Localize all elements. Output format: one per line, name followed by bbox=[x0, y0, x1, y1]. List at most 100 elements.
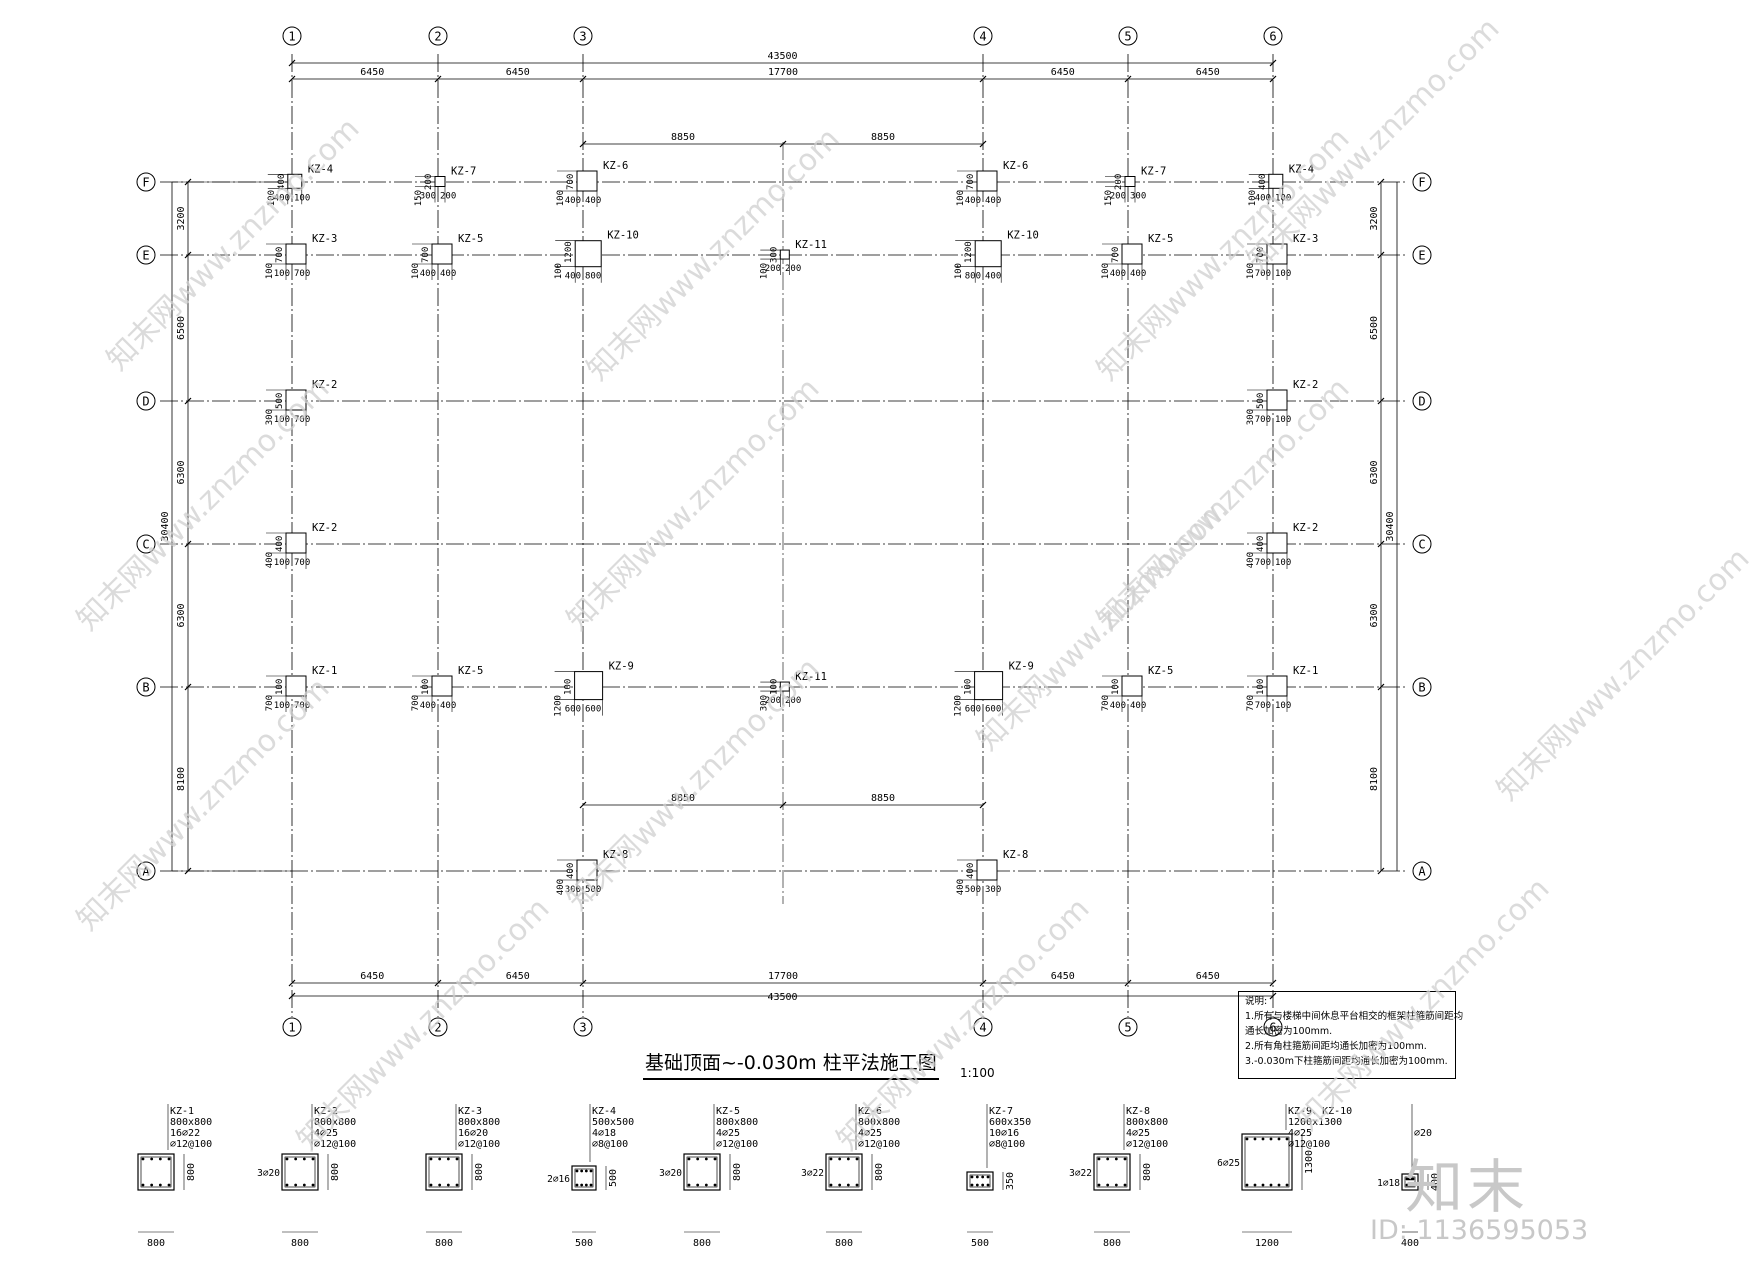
plan-column-dim: 400 bbox=[274, 193, 290, 203]
section-text: KZ-3 bbox=[458, 1106, 482, 1117]
rebar-dot bbox=[584, 1169, 588, 1173]
plan-column-rect bbox=[1124, 176, 1136, 187]
axis-bubble bbox=[136, 245, 156, 265]
section-text: ⌀12@100 bbox=[1288, 1139, 1330, 1150]
rebar-dot bbox=[838, 1157, 842, 1161]
section-text: 800x800 bbox=[458, 1117, 500, 1128]
section-dim-text: 800 bbox=[147, 1238, 165, 1249]
rebar-dot bbox=[975, 1183, 979, 1187]
dimension-tick bbox=[1124, 75, 1132, 83]
section-text: ⌀12@100 bbox=[716, 1139, 758, 1150]
dimension-tick bbox=[579, 801, 587, 809]
dimension-text: 8850 bbox=[871, 132, 895, 143]
section-rect bbox=[425, 1153, 463, 1191]
axis-bubble bbox=[428, 26, 448, 46]
rebar-dot bbox=[1245, 1183, 1249, 1187]
plan-column-dim: 400 bbox=[1258, 174, 1268, 190]
axis-bubble bbox=[1118, 26, 1138, 46]
plan-column-rect bbox=[434, 176, 446, 187]
dimension-text: 6500 bbox=[176, 316, 187, 340]
rebar-dot bbox=[1123, 1183, 1127, 1187]
dimension-tick bbox=[1377, 540, 1385, 548]
rebar-dot bbox=[1106, 1183, 1110, 1187]
rebar-dot bbox=[704, 1183, 708, 1187]
section-text: 800x800 bbox=[314, 1117, 356, 1128]
rebar-dot bbox=[141, 1157, 145, 1161]
rebar-dot bbox=[302, 1157, 306, 1161]
plan-column-label: KZ-2 bbox=[312, 379, 337, 391]
axis-label: C bbox=[142, 538, 149, 552]
plan-column-label: KZ-11 bbox=[795, 239, 827, 251]
rebar-dot bbox=[838, 1183, 842, 1187]
section-rect bbox=[683, 1153, 721, 1191]
section-text: 800x800 bbox=[858, 1117, 900, 1128]
plan-column-dim: 100 bbox=[556, 190, 566, 206]
axis-label: 5 bbox=[1124, 30, 1131, 44]
rebar-dot bbox=[167, 1183, 171, 1187]
section-text: KZ-9、KZ-10 bbox=[1288, 1106, 1352, 1117]
plan-column-dim: 400 bbox=[440, 701, 456, 711]
rebar-dot bbox=[846, 1157, 850, 1161]
rebar-dot bbox=[713, 1157, 717, 1161]
axis-label: 2 bbox=[434, 30, 441, 44]
plan-column-dim: 100 bbox=[294, 193, 310, 203]
plan-column-dim: 100 bbox=[411, 263, 421, 279]
axis-bubble bbox=[1412, 534, 1432, 554]
plan-column-dim: 400 bbox=[277, 174, 287, 190]
plan-column-rect bbox=[574, 240, 602, 268]
section-dim-text: 800 bbox=[435, 1238, 453, 1249]
plan-column-dim: 700 bbox=[1101, 695, 1111, 711]
axis-bubble bbox=[1412, 172, 1432, 192]
section-text: ⌀12@100 bbox=[1126, 1139, 1168, 1150]
axis-bubble bbox=[973, 1017, 993, 1037]
section-text: 4⌀25 bbox=[1288, 1128, 1312, 1139]
section-text: 600x350 bbox=[989, 1117, 1031, 1128]
dimension-tick bbox=[288, 979, 296, 987]
plan-column-dim: 700 bbox=[566, 174, 576, 190]
plan-column-dim: 100 bbox=[1111, 679, 1121, 695]
rebar-dot bbox=[981, 1183, 985, 1187]
section-side-text: 1⌀18 bbox=[1377, 1178, 1400, 1189]
plan-column-dim: 100 bbox=[421, 679, 431, 695]
section-dim-text: 800 bbox=[474, 1163, 485, 1181]
rebar-dot bbox=[696, 1183, 700, 1187]
plan-column-dim: 300 bbox=[985, 885, 1001, 895]
plan-column-dim: 700 bbox=[294, 415, 310, 425]
notes-heading: 说明: bbox=[1245, 996, 1268, 1007]
dimension-text: 6450 bbox=[1196, 971, 1220, 982]
plan-column-label: KZ-9 bbox=[1009, 661, 1034, 673]
section-stirrup bbox=[1244, 1136, 1290, 1188]
plan-column-rect bbox=[285, 389, 307, 411]
section-dim-text: 800 bbox=[186, 1163, 197, 1181]
notes-box: 说明: 1.所有与楼梯中间休息平台相交的框架柱箍筋间距均 通长加密为100mm.… bbox=[1238, 991, 1463, 1079]
rebar-dot bbox=[1261, 1183, 1265, 1187]
axis-label: D bbox=[142, 395, 149, 409]
plan-column-dim: 1200 bbox=[954, 695, 964, 717]
plan-column-dim: 500 bbox=[965, 885, 981, 895]
plan-column-label: KZ-2 bbox=[1293, 522, 1318, 534]
section-stirrup bbox=[428, 1156, 460, 1188]
rebar-dot bbox=[1409, 1177, 1413, 1181]
dimension-text: 8850 bbox=[871, 793, 895, 804]
rebar-dot bbox=[294, 1183, 298, 1187]
plan-column-dim: 700 bbox=[275, 247, 285, 263]
rebar-dot bbox=[158, 1157, 162, 1161]
axis-bubble bbox=[1412, 861, 1432, 881]
dimension-tick bbox=[1377, 397, 1385, 405]
plan-column-dim: 400 bbox=[985, 196, 1001, 206]
dimension-text: 6450 bbox=[506, 67, 530, 78]
axis-label: 6 bbox=[1269, 1021, 1276, 1035]
plan-column-dim: 150 bbox=[1104, 190, 1114, 206]
plan-column-rect bbox=[779, 681, 790, 692]
plan-column-dim: 150 bbox=[414, 190, 424, 206]
plan-column-rect bbox=[576, 170, 598, 192]
section-dim-text: 1200 bbox=[1255, 1238, 1279, 1249]
dimension-tick bbox=[979, 75, 987, 83]
